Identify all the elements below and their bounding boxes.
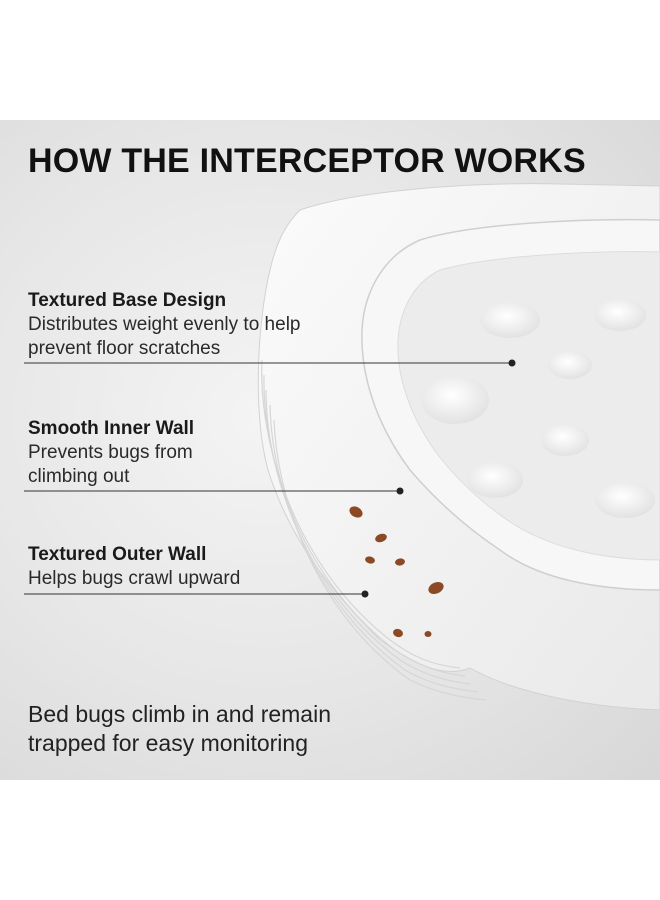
callout-dot-outer xyxy=(361,590,369,598)
callout-lines xyxy=(24,362,512,595)
callout-dot-base xyxy=(508,359,516,367)
interceptor-illustration xyxy=(24,183,660,711)
summary-text: Bed bugs climb in and remain trapped for… xyxy=(28,701,331,756)
feature-title: Smooth Inner Wall xyxy=(28,418,195,439)
callout-dot-inner xyxy=(396,487,404,495)
feature-smooth-inner-wall: Smooth Inner Wall Prevents bugs from cli… xyxy=(28,416,358,489)
bed-bug-icon xyxy=(365,556,375,564)
bed-bug-icon xyxy=(395,558,405,566)
feature-textured-base: Textured Base Design Distributes weight … xyxy=(28,288,358,361)
feature-title: Textured Outer Wall xyxy=(28,544,207,565)
base-dimples xyxy=(421,299,655,518)
bed-bug-icon xyxy=(428,581,444,595)
bed-bug-icon xyxy=(393,628,403,638)
feature-description: Distributes weight evenly to help preven… xyxy=(28,314,301,359)
feature-title: Textured Base Design xyxy=(28,290,227,311)
bed-bugs xyxy=(349,506,444,638)
bed-bug-icon xyxy=(349,506,363,518)
feature-description: Prevents bugs from climbing out xyxy=(28,442,193,487)
inner-cup xyxy=(361,218,660,591)
product-infographic: HOW THE INTERCEPTOR WORKS Textured Base … xyxy=(0,120,660,780)
bed-bug-icon xyxy=(424,631,432,637)
page-title: HOW THE INTERCEPTOR WORKS xyxy=(28,142,586,180)
feature-description: Helps bugs crawl upward xyxy=(28,568,241,589)
bed-bug-icon xyxy=(375,533,387,543)
feature-textured-outer-wall: Textured Outer Wall Helps bugs crawl upw… xyxy=(28,542,358,591)
